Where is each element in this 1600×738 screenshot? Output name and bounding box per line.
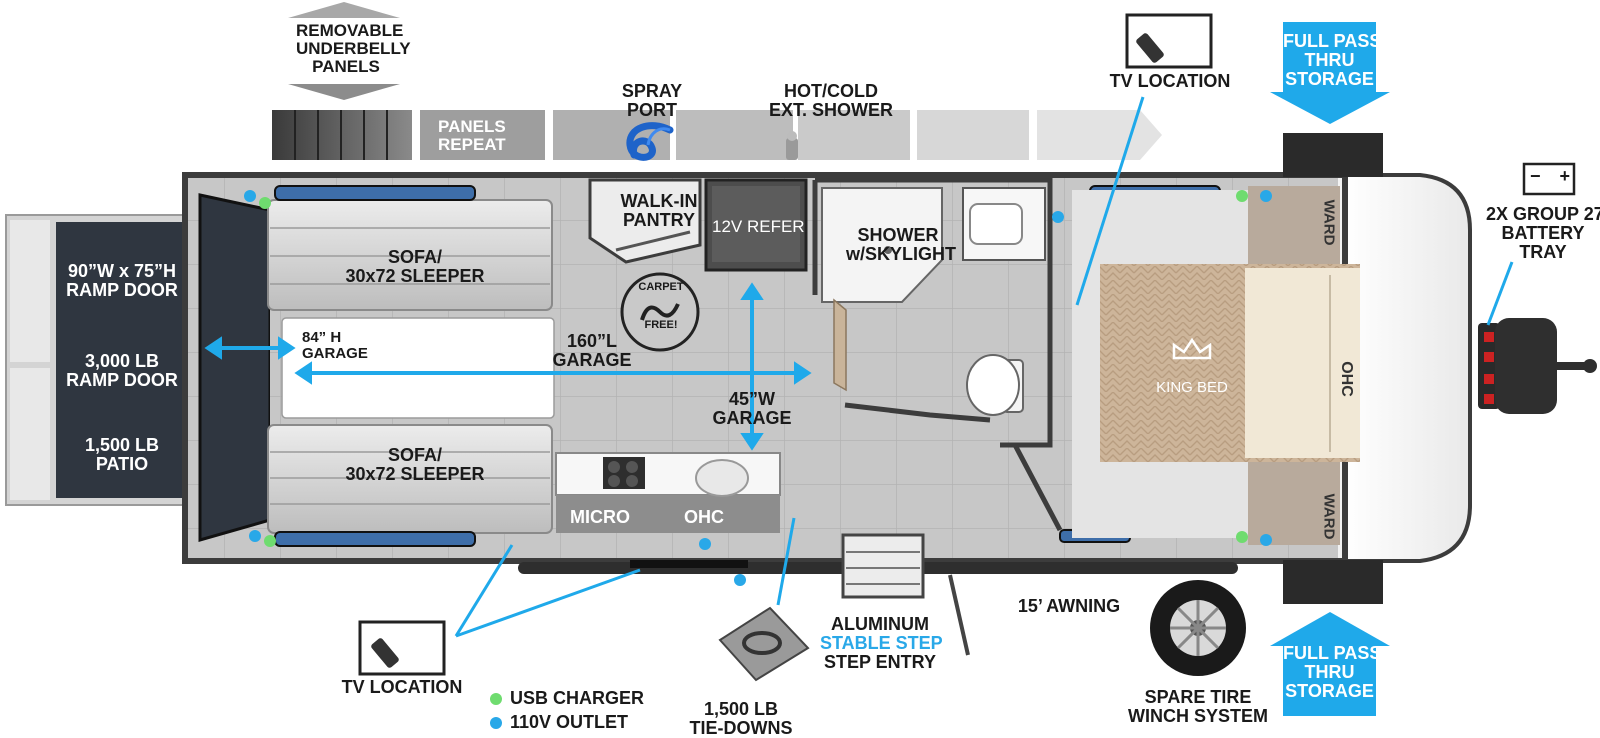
garage-open-floor [281,317,555,419]
underbelly-arrow [288,2,400,100]
label-ward-bottom: WARD [1320,493,1338,540]
usb-dot-icon [490,692,502,705]
pass-thru-storage-bottom [1283,560,1383,604]
tie-down-icon [718,606,810,682]
label-refer: 12V REFER [712,217,805,236]
bedroom [1072,186,1360,545]
label-ohc-bed: OHC [1337,361,1355,397]
shower-head-icon [786,131,798,160]
battery-symbols: −+ [1530,166,1570,186]
label-tv-location-bottom: TV LOCATION [341,677,463,697]
label-sofa-bottom: SOFA/30x72 SLEEPER [345,445,485,484]
label-sofa-top: SOFA/30x72 SLEEPER [345,247,485,286]
full-pass-arrow-top [1270,22,1390,124]
kitchen-counter [555,452,781,533]
full-pass-arrow-bottom [1270,612,1390,716]
legend-outlet: 110V OUTLET [490,712,628,733]
entry-steps [841,533,970,656]
label-micro: MICRO [570,507,630,527]
label-awning: 15’ AWNING [1017,596,1121,616]
hose-icon [626,122,674,161]
refrigerator [704,178,808,272]
label-ohc-kitchen: OHC [684,507,724,527]
tv-icon [1125,13,1213,69]
spare-tire-icon [1150,580,1246,676]
battery-icon [1522,162,1576,196]
pantry [588,178,702,264]
toilet-icon [966,354,1024,416]
label-king-bed: KING BED [1156,379,1228,396]
tv-icon-bottom [358,620,446,676]
hitch-jack [1478,318,1597,414]
pass-thru-storage-top [1283,133,1383,177]
outlet-dots [244,190,1272,586]
bath-door [1012,443,1063,532]
tv-pointer-bottom [454,544,641,638]
tie-down-pointer [776,517,796,606]
label-tv-location-top: TV LOCATION [1109,71,1231,91]
carpet-free-badge [620,272,700,352]
garage-dimension-arrows [204,282,812,451]
usb-dots [259,190,1248,547]
battery-pointer [1486,261,1514,326]
crown-icon [1172,337,1212,360]
label-step-entry: ALUMINUM STABLE STEP STEP ENTRY [820,614,943,672]
label-ward-top: WARD [1320,199,1338,246]
legend-usb: USB CHARGER [490,688,644,709]
underbelly-panels [272,110,1162,160]
bathroom [812,177,1053,448]
tv-pointer-top [1075,96,1145,306]
outlet-dot-icon [490,716,502,729]
